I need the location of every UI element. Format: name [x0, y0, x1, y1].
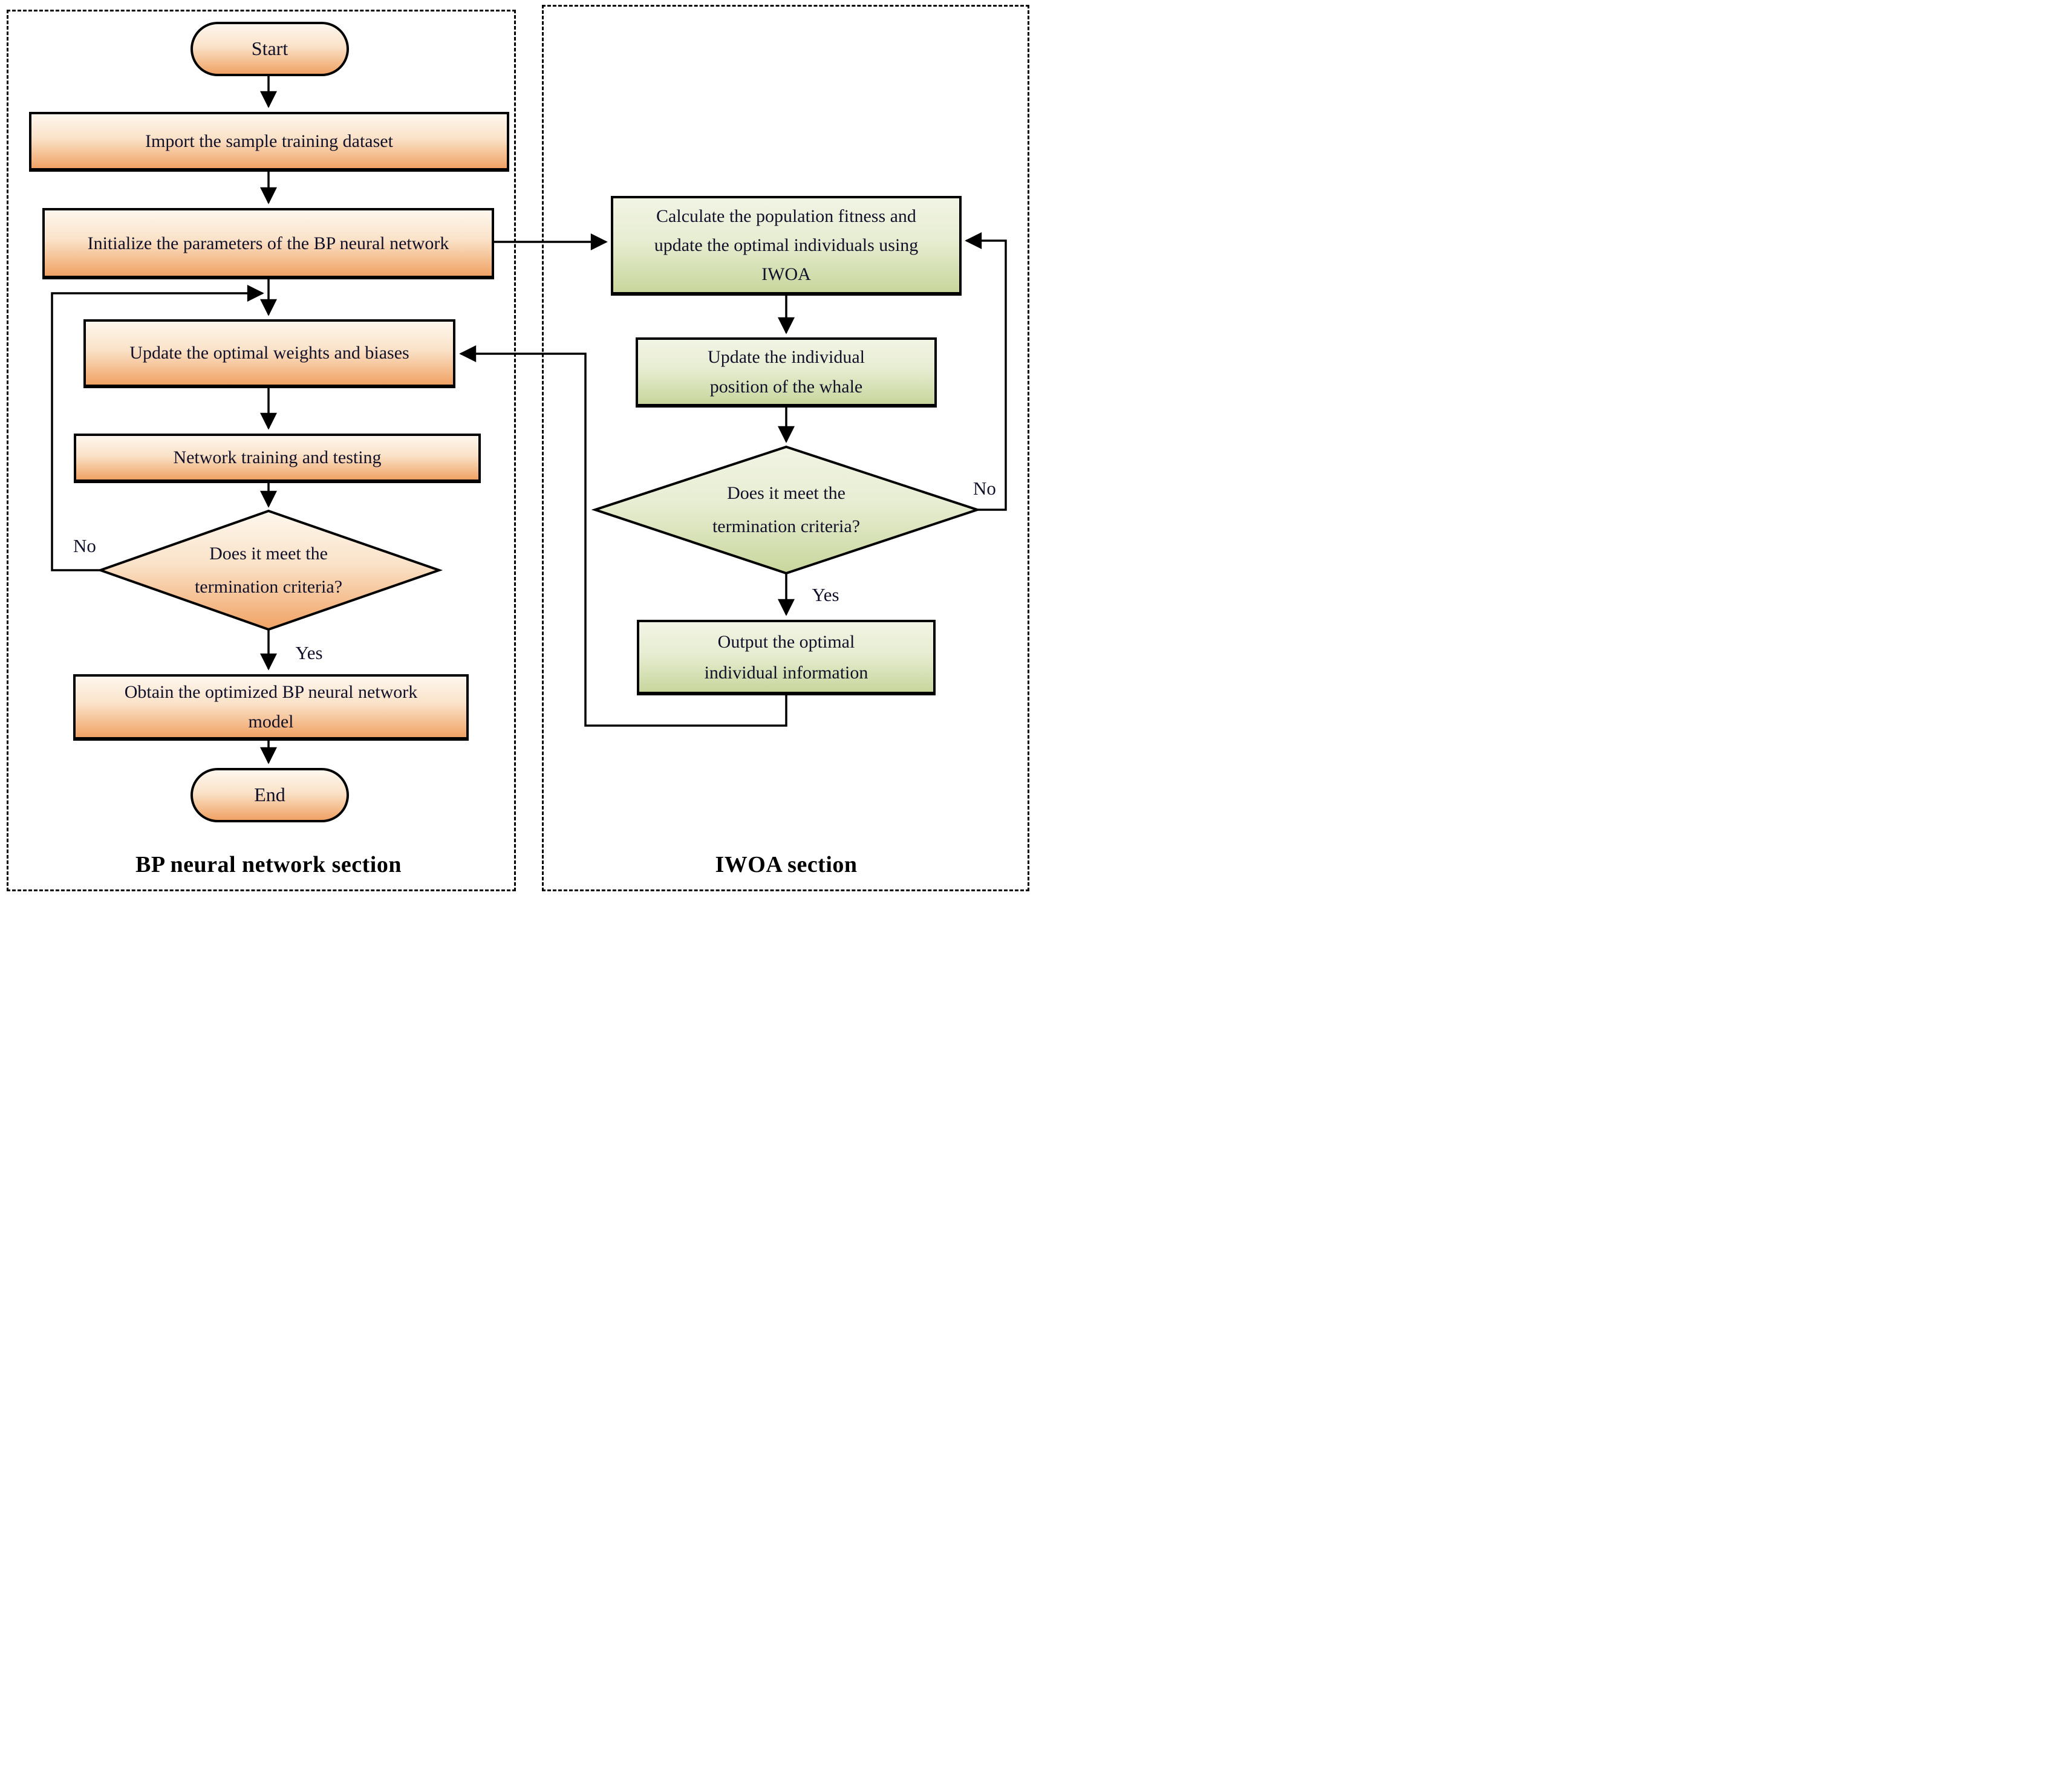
iwoa-no-label: No: [973, 478, 996, 499]
start-label: Start: [251, 37, 288, 60]
calculate-fitness-label: Calculate the population fitness and upd…: [654, 206, 919, 284]
start-node: Start: [191, 22, 349, 76]
calculate-fitness-node: Calculate the population fitness and upd…: [611, 196, 962, 296]
initialize-parameters-label: Initialize the parameters of the BP neur…: [87, 233, 449, 253]
bp-section-caption: BP neural network section: [135, 852, 402, 877]
loop-output-to-update-weights: [459, 345, 787, 727]
connector-layer: [51, 76, 1007, 764]
obtain-model-label: Obtain the optimized BP neural network m…: [124, 681, 418, 732]
output-individual-node: Output the optimal individual informatio…: [637, 620, 936, 695]
update-position-label: Update the individual position of the wh…: [708, 346, 865, 397]
network-training-node: Network training and testing: [74, 434, 481, 483]
bp-section-frame: [7, 10, 516, 891]
bp-decision-diamond: [96, 509, 443, 631]
end-label: End: [254, 784, 285, 806]
loop-iwoa-no: [965, 232, 1007, 511]
obtain-model-node: Obtain the optimized BP neural network m…: [73, 674, 469, 741]
output-individual-label: Output the optimal individual informatio…: [704, 631, 868, 683]
end-node: End: [191, 768, 349, 822]
iwoa-yes-label: Yes: [812, 584, 839, 605]
import-dataset-node: Import the sample training dataset: [29, 112, 509, 172]
iwoa-section-frame: [542, 5, 1029, 891]
iwoa-section-caption: IWOA section: [715, 852, 858, 877]
update-position-node: Update the individual position of the wh…: [636, 337, 937, 408]
update-weights-label: Update the optimal weights and biases: [129, 343, 409, 363]
bp-decision-label: Does it meet the termination criteria?: [194, 543, 343, 597]
initialize-parameters-node: Initialize the parameters of the BP neur…: [42, 208, 494, 279]
network-training-label: Network training and testing: [173, 447, 382, 467]
iwoa-decision-diamond: [591, 445, 982, 575]
bp-no-label: No: [73, 535, 96, 556]
bp-yes-label: Yes: [295, 642, 323, 663]
iwoa-decision-label: Does it meet the termination criteria?: [712, 483, 861, 537]
loop-bp-no: [51, 285, 264, 571]
update-weights-node: Update the optimal weights and biases: [83, 319, 455, 388]
flowchart-figure: Start Import the sample training dataset…: [0, 0, 1036, 894]
import-dataset-label: Import the sample training dataset: [145, 131, 393, 151]
